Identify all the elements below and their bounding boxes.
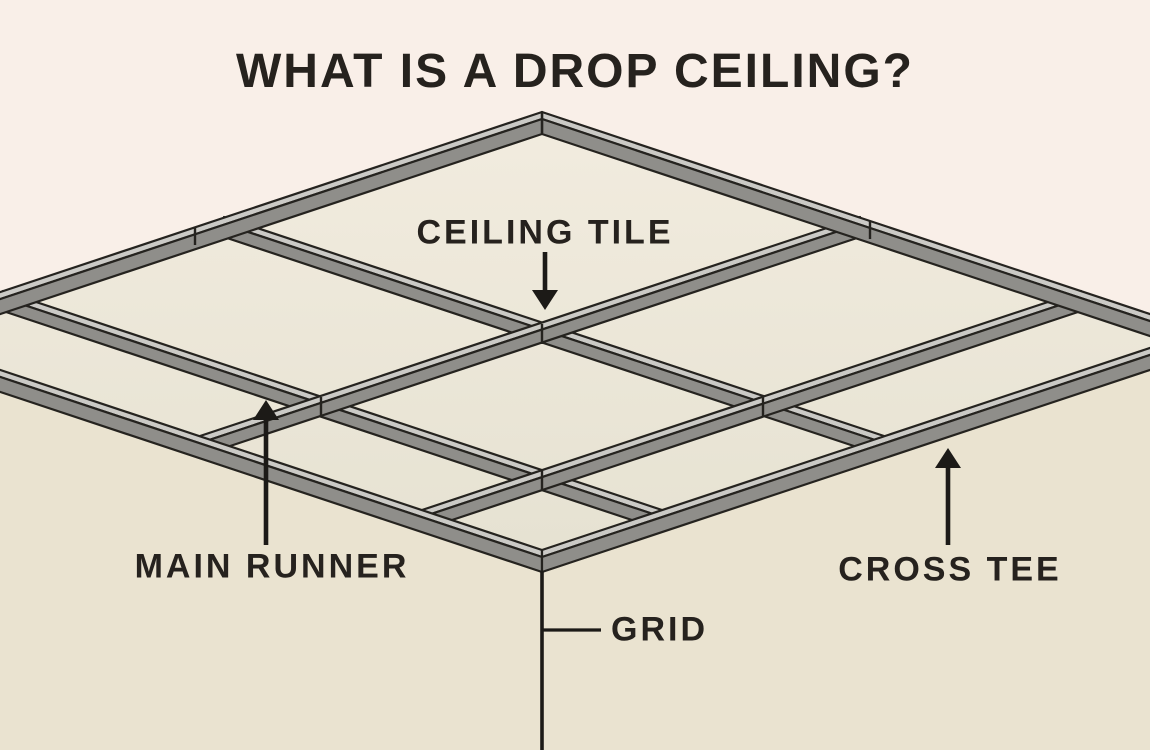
main-runner-label: MAIN RUNNER — [134, 547, 410, 586]
main-runner-arrow — [253, 400, 279, 545]
ceiling-tile-label: CEILING TILE — [416, 213, 674, 252]
cross-tee-label: CROSS TEE — [838, 550, 1062, 589]
ceiling-tile-arrow — [532, 252, 558, 310]
page-title: WHAT IS A DROP CEILING? — [236, 45, 914, 98]
cross-tee-arrow — [935, 448, 961, 545]
grid-label: GRID — [611, 610, 708, 649]
grid-seams — [193, 112, 872, 491]
annotation-arrows — [253, 252, 961, 632]
perimeter-bars — [0, 110, 1150, 574]
